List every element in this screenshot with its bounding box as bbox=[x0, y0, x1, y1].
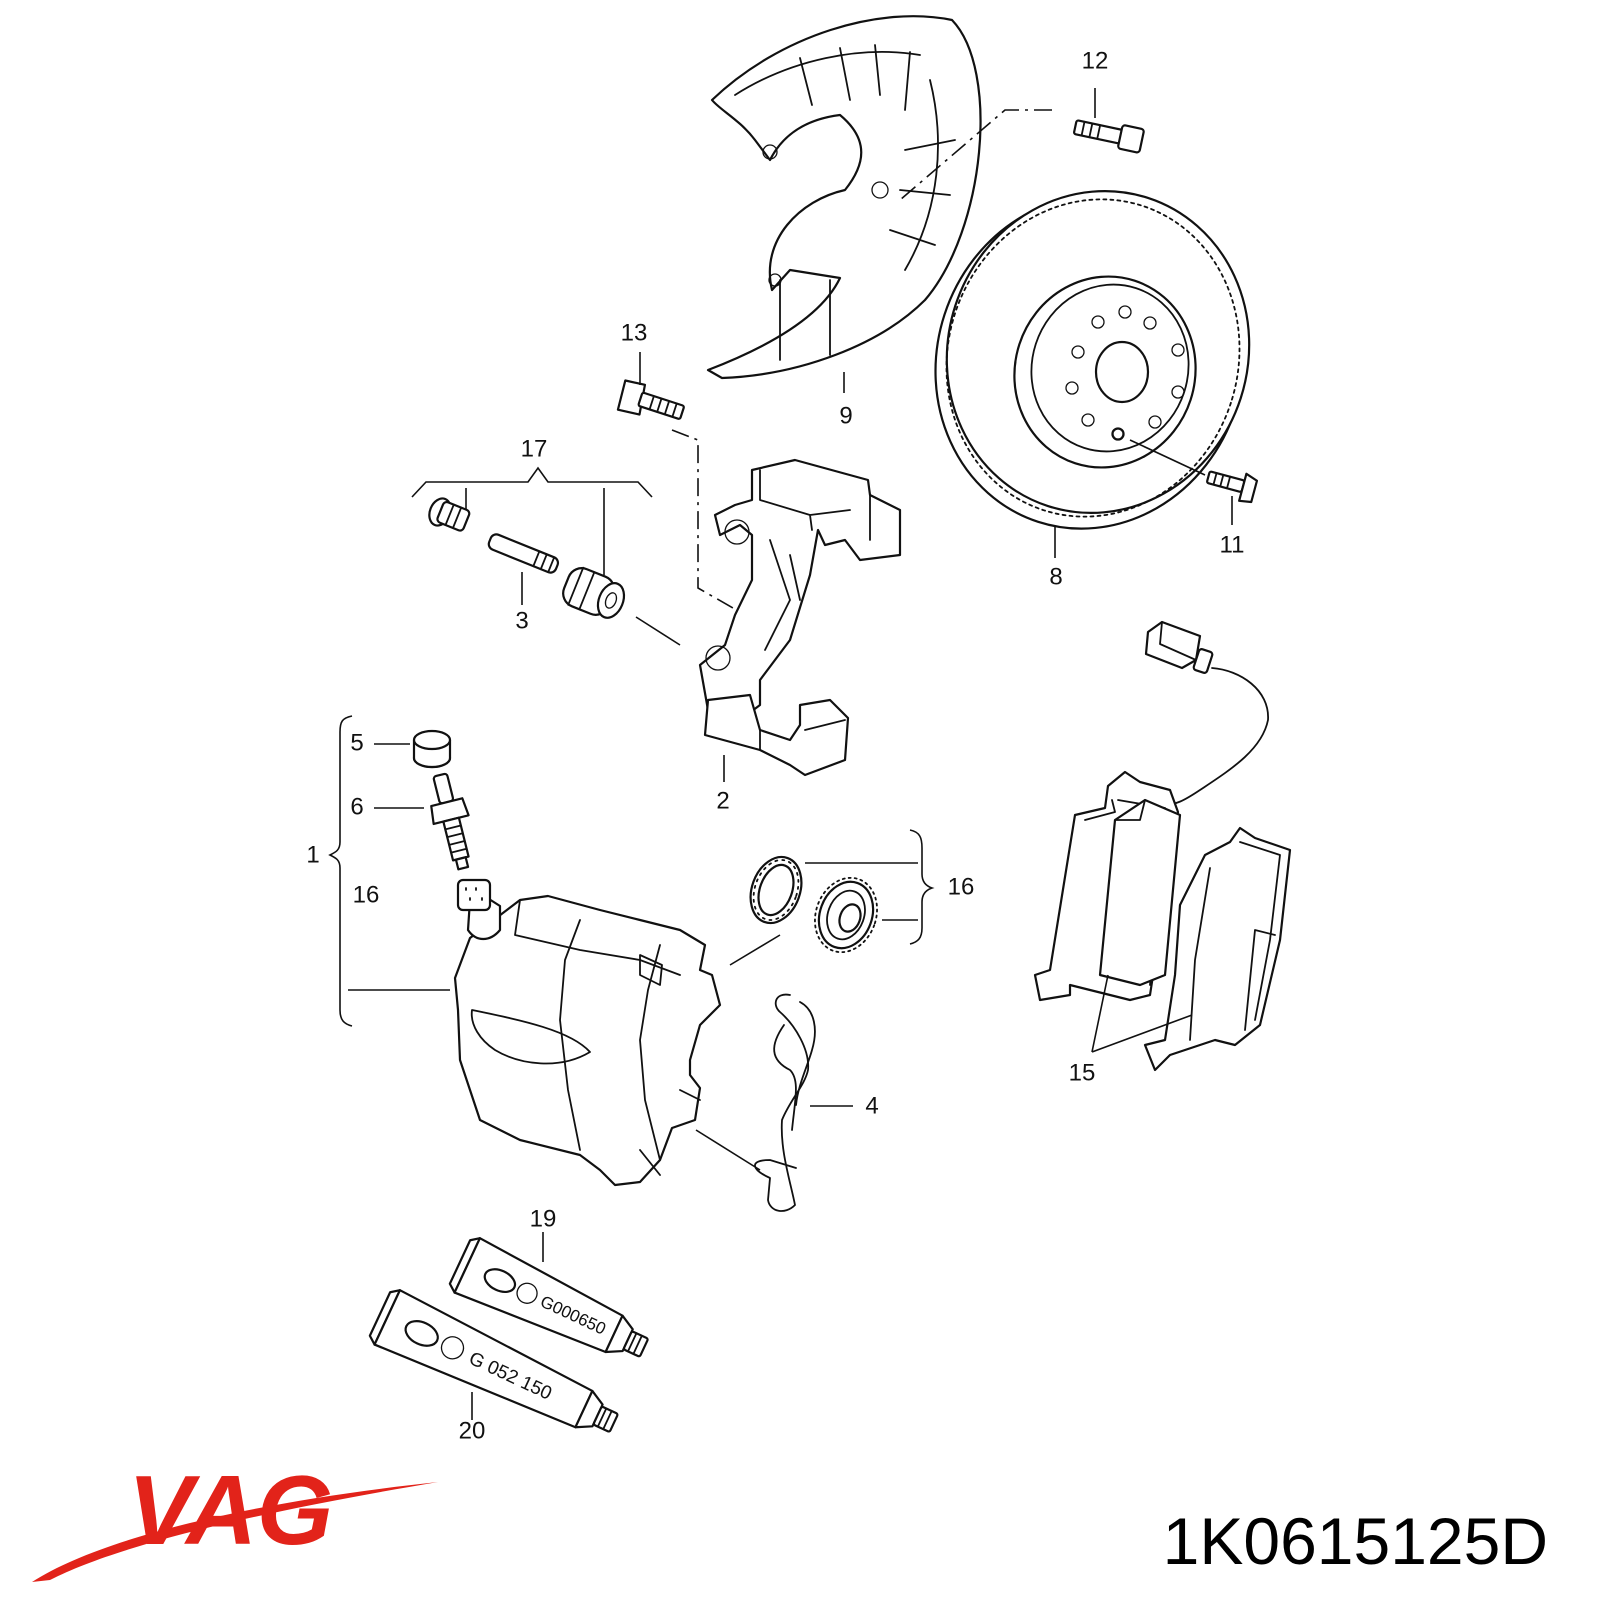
vag-logo-text: VAG bbox=[128, 1455, 333, 1565]
callout-9: 9 bbox=[839, 402, 852, 429]
brake-disc-icon bbox=[934, 190, 1251, 530]
callout-13: 13 bbox=[621, 319, 648, 346]
wear-sensor-icon bbox=[1144, 620, 1269, 806]
guide-pin-icon bbox=[487, 533, 560, 574]
dust-shield-icon bbox=[706, 15, 982, 380]
callout-6: 6 bbox=[350, 793, 363, 820]
dust-cap-icon bbox=[412, 729, 452, 769]
brake-pad-icon bbox=[1033, 770, 1292, 1072]
axis-line-3 bbox=[635, 616, 681, 646]
axis-line-clip bbox=[695, 1129, 761, 1171]
callout-15: 15 bbox=[1069, 1059, 1096, 1086]
callout-4: 4 bbox=[865, 1092, 878, 1119]
bolt-icon bbox=[616, 379, 685, 420]
bolt-icon bbox=[1073, 119, 1145, 154]
bracket-16 bbox=[909, 829, 935, 945]
bracket-1 bbox=[328, 715, 353, 1027]
caliper-icon bbox=[453, 878, 722, 1187]
callout-17: 17 bbox=[521, 435, 548, 462]
bracket-17 bbox=[411, 466, 653, 498]
part-number: 1K0615125D bbox=[1162, 1504, 1548, 1578]
callout-8: 8 bbox=[1049, 563, 1062, 590]
leader-11 bbox=[1129, 439, 1206, 476]
spring-clip-icon bbox=[754, 993, 816, 1212]
guide-sleeve-icon bbox=[562, 566, 626, 619]
callout-16-left: 16 bbox=[353, 881, 380, 908]
axis-line-12 bbox=[899, 109, 1052, 201]
callout-2: 2 bbox=[716, 787, 729, 814]
callout-5: 5 bbox=[350, 729, 363, 756]
callout-20: 20 bbox=[459, 1417, 486, 1444]
callout-19: 19 bbox=[530, 1205, 557, 1232]
callout-3: 3 bbox=[515, 607, 528, 634]
screw-icon bbox=[1206, 470, 1259, 504]
bleeder-screw-icon bbox=[430, 772, 470, 871]
callout-16-right: 16 bbox=[948, 873, 975, 900]
bushing-cap-icon bbox=[428, 497, 471, 532]
caliper-bracket-icon bbox=[698, 458, 902, 777]
piston-boot-icon bbox=[814, 876, 878, 954]
grease-tube-icon: Audi G000650 bbox=[448, 1237, 649, 1358]
callout-1: 1 bbox=[306, 841, 319, 868]
piston-seal-icon bbox=[749, 855, 803, 925]
callout-11: 11 bbox=[1220, 531, 1245, 558]
axis-line-13 bbox=[671, 429, 741, 613]
axis-line-piston bbox=[729, 934, 781, 966]
callout-12: 12 bbox=[1082, 47, 1109, 74]
vag-logo: VAG bbox=[32, 1455, 438, 1582]
leader-15 bbox=[1091, 974, 1193, 1053]
